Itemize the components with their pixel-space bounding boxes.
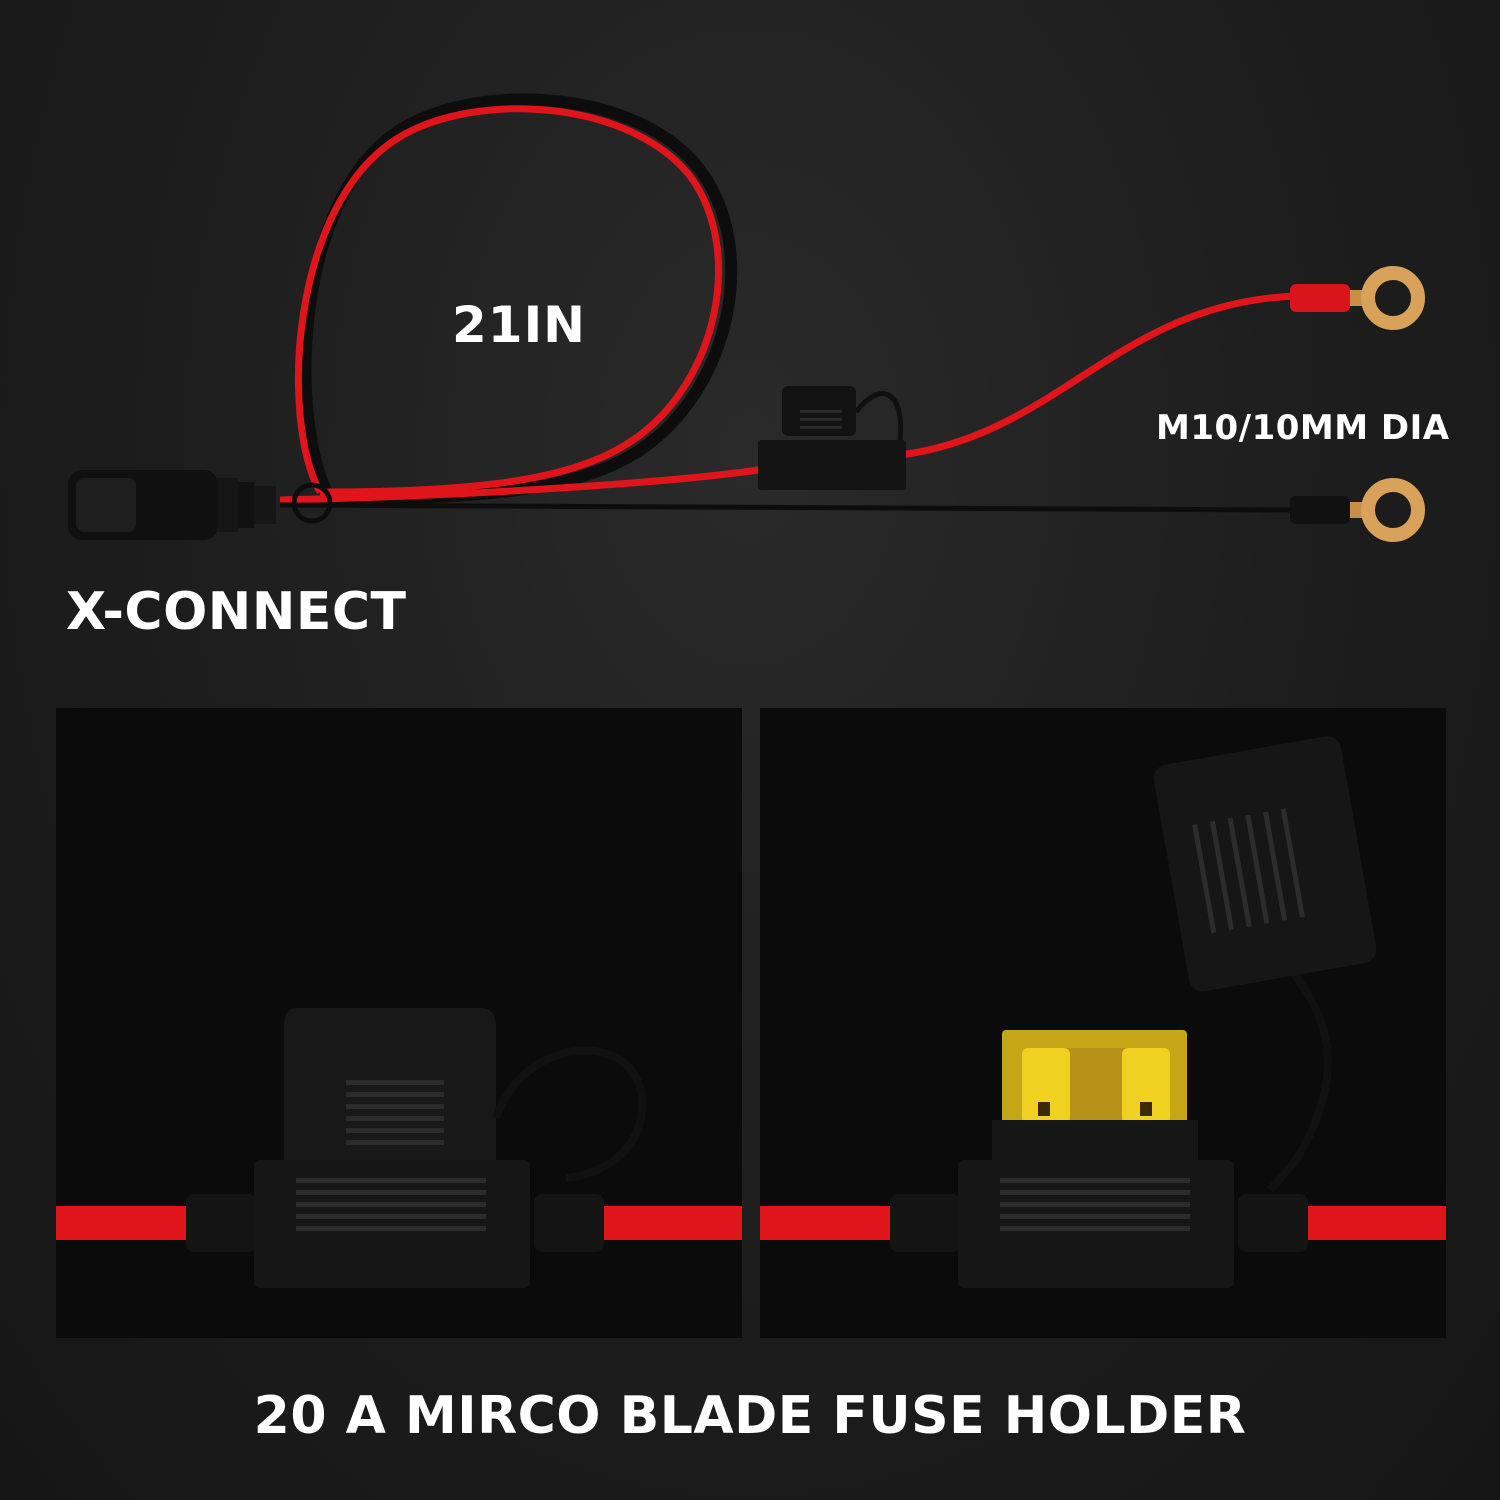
inline-fuse-holder: [758, 386, 906, 490]
connector-label: X-CONNECT: [66, 582, 407, 642]
cable-tie: [291, 482, 333, 524]
product-caption: 20 A MIRCO BLADE FUSE HOLDER: [253, 1386, 1247, 1446]
fuse-holder-closed-image: [56, 708, 742, 1338]
ring-terminal-negative: [1290, 478, 1425, 542]
x-connect-plug: [68, 470, 276, 540]
black-wire: [279, 502, 1301, 513]
fuse-holder-closed-panel: [56, 708, 742, 1338]
ring-terminal-label: M10/10MM DIA: [1156, 408, 1450, 448]
cable-illustration: [68, 93, 1425, 542]
cable-length-label: 21IN: [452, 296, 587, 354]
ring-terminal-positive: [1290, 266, 1425, 330]
fuse-holder-open-panel: [760, 708, 1446, 1338]
cable-loop: [294, 93, 738, 505]
fuse-holder-open-image: [760, 708, 1446, 1338]
